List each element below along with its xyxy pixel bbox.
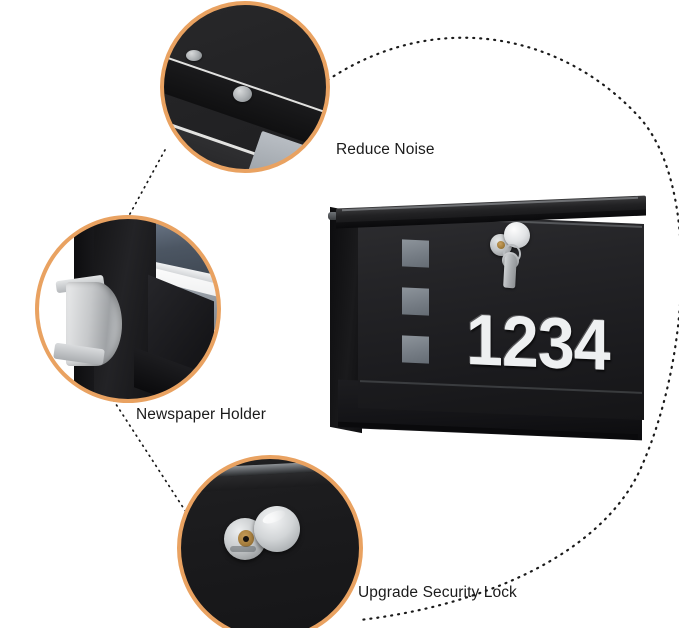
callout-newspaper-holder — [38, 218, 218, 400]
reflector-square-1 — [402, 239, 429, 268]
callout-upgrade-security-lock — [180, 458, 360, 628]
lock-engraving — [230, 546, 256, 552]
product-mailbox: 1234 — [326, 195, 648, 448]
house-number-plate: 1234 — [466, 300, 610, 387]
lock-keyhole-slot — [243, 536, 249, 542]
label-upgrade-security-lock: Upgrade Security Lock — [358, 584, 517, 601]
rubber-bumper-pad-small — [186, 50, 202, 61]
label-newspaper-holder: Newspaper Holder — [136, 406, 266, 423]
reflector-square-2 — [402, 287, 429, 316]
key-blade — [503, 253, 517, 289]
rubber-bumper-pad-large — [233, 86, 252, 102]
reflector-square-3 — [402, 335, 429, 364]
callout-reduce-noise — [163, 4, 327, 170]
label-reduce-noise: Reduce Noise — [336, 141, 435, 158]
